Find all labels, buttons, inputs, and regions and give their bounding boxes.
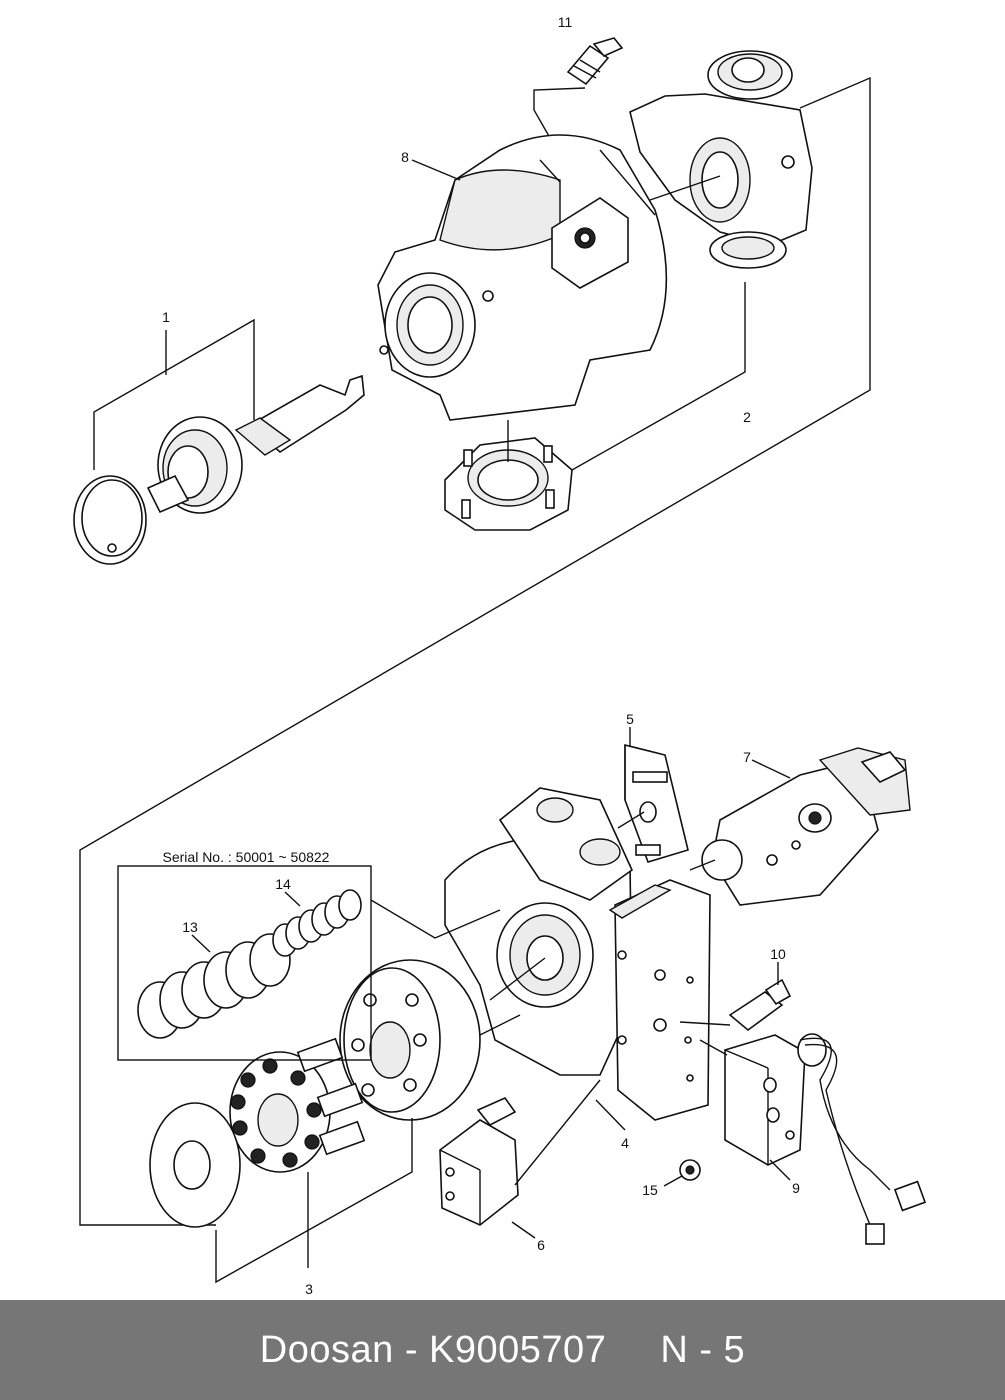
part-15-plug bbox=[679, 1159, 701, 1181]
part-13-spring bbox=[137, 933, 291, 1039]
leader-7b bbox=[689, 859, 716, 871]
leader-4 bbox=[595, 1099, 626, 1131]
footer-separator: - bbox=[404, 1328, 418, 1371]
leader-10b bbox=[679, 1021, 731, 1026]
part-3-cylinder-block bbox=[339, 959, 481, 1121]
leader-inset bbox=[370, 899, 501, 939]
part-4-valve-housing bbox=[444, 787, 711, 1121]
callout-1: 1 bbox=[162, 309, 170, 325]
leader-14 bbox=[284, 891, 301, 907]
part-14-spring bbox=[272, 889, 362, 957]
callout-11: 11 bbox=[558, 14, 573, 30]
callout-6: 6 bbox=[537, 1237, 545, 1253]
leader-8 bbox=[411, 159, 461, 181]
leader-9 bbox=[769, 1159, 791, 1181]
leader-15 bbox=[663, 1175, 683, 1187]
leader-1 bbox=[93, 318, 255, 470]
part-8-housing bbox=[377, 134, 668, 421]
footer-page: N - 5 bbox=[660, 1328, 746, 1371]
part-6-solenoid bbox=[439, 1097, 519, 1226]
leader-3-cyl bbox=[479, 1014, 521, 1036]
callout-3: 3 bbox=[305, 1281, 313, 1297]
callout-13: 13 bbox=[182, 919, 198, 935]
exploded-parts-diagram: 1 2 3 4 5 6 7 8 9 10 11 13 14 15 Serial … bbox=[73, 14, 927, 1297]
part-11-nipple bbox=[566, 37, 624, 86]
leader-13 bbox=[191, 934, 211, 953]
part-1-circlip bbox=[73, 475, 147, 565]
callout-5: 5 bbox=[626, 711, 634, 727]
leader-cyl-port bbox=[489, 957, 546, 1001]
callout-7: 7 bbox=[743, 749, 751, 765]
callout-10: 10 bbox=[770, 946, 786, 962]
leader-5b bbox=[617, 811, 645, 829]
callout-15: 15 bbox=[642, 1182, 658, 1198]
callout-2: 2 bbox=[743, 409, 751, 425]
leader-2-shaft bbox=[649, 175, 721, 201]
part-1-shaft bbox=[146, 374, 365, 514]
part-2-flange-ring bbox=[444, 437, 573, 531]
footer-bar: Doosan - K9005707 N - 5 bbox=[0, 1300, 1005, 1400]
part-7-regulator bbox=[701, 747, 911, 906]
footer-part-number: K9005707 bbox=[429, 1328, 607, 1371]
leader-7 bbox=[751, 759, 791, 779]
leader-6 bbox=[511, 1221, 536, 1239]
callout-14: 14 bbox=[275, 876, 291, 892]
callout-9: 9 bbox=[792, 1180, 800, 1196]
leader-2 bbox=[571, 282, 746, 471]
leader-3 bbox=[215, 1118, 413, 1284]
leader-6b bbox=[514, 1079, 601, 1186]
part-3-piston-plate bbox=[229, 1037, 366, 1173]
group-2-bracket bbox=[79, 76, 871, 1226]
part-2-bearing-bracket bbox=[629, 50, 813, 269]
part-10-fitting bbox=[728, 978, 792, 1032]
part-9-valve-block bbox=[724, 1033, 927, 1245]
callout-8: 8 bbox=[401, 149, 409, 165]
footer-brand: Doosan bbox=[259, 1328, 394, 1371]
callout-4: 4 bbox=[621, 1135, 629, 1151]
part-3-thrust-plate bbox=[149, 1102, 241, 1228]
inset-serial-label: Serial No. : 50001 ~ 50822 bbox=[163, 849, 330, 865]
leader-9b bbox=[699, 1039, 728, 1056]
serial-inset-box bbox=[117, 865, 372, 1061]
part-5-plate bbox=[624, 743, 689, 863]
